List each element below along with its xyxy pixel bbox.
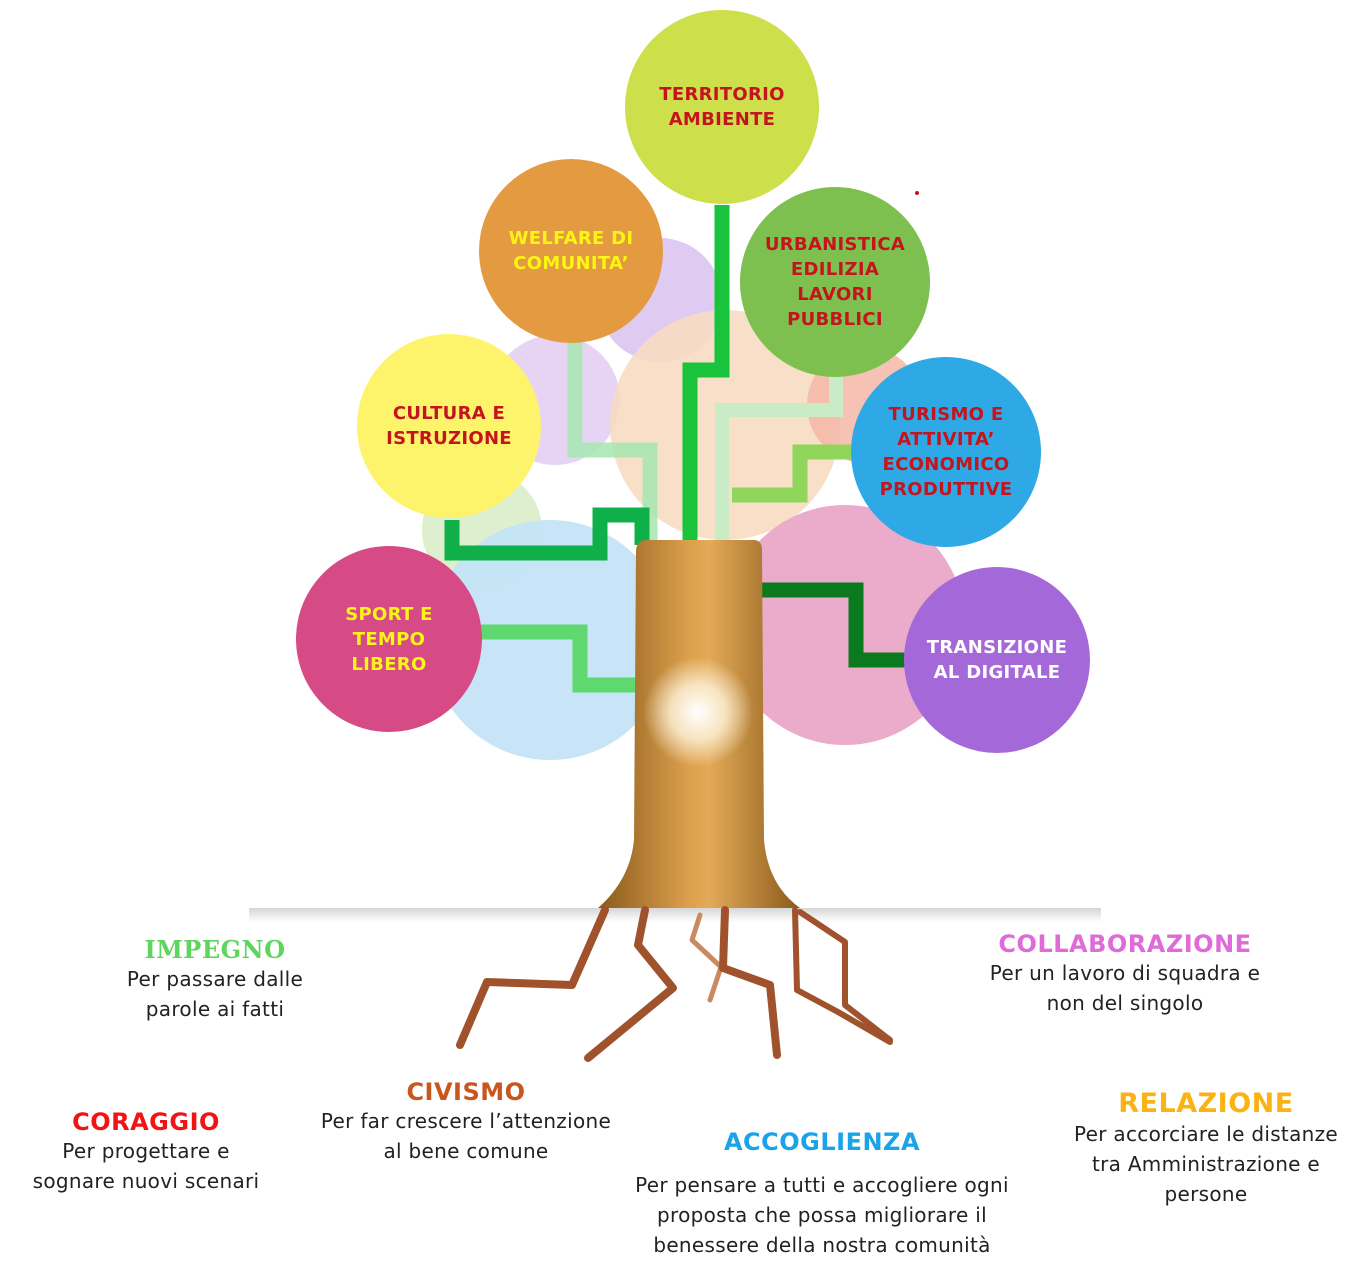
value-title: COLLABORAZIONE	[998, 930, 1252, 958]
value-relazione: RELAZIONE Per accorciare le distanze tra…	[1051, 1088, 1361, 1209]
canopy-circle	[430, 520, 670, 760]
value-civismo: CIVISMO Per far crescere l’attenzione al…	[286, 1078, 646, 1166]
value-description: Per far crescere l’attenzione al bene co…	[320, 1109, 612, 1163]
value-coraggio: CORAGGIO Per progettare e sognare nuovi …	[1, 1108, 291, 1196]
area-turismo[interactable]: TURISMO E ATTIVITA’ ECONOMICO PRODUTTIVE	[851, 357, 1041, 547]
root	[584, 906, 677, 1062]
root	[719, 906, 781, 1059]
area-territorio[interactable]: TERRITORIO AMBIENTE	[625, 10, 819, 204]
canopy-circle	[725, 505, 965, 745]
branch-turismo	[732, 444, 860, 503]
area-label: TRANSIZIONE AL DIGITALE	[926, 637, 1068, 683]
value-description: Per un lavoro di squadra e non del singo…	[989, 961, 1261, 1015]
value-title: CIVISMO	[406, 1078, 526, 1106]
area-label: CULTURA E ISTRUZIONE	[386, 403, 512, 449]
area-urbanistica[interactable]: URBANISTICA EDILIZIA LAVORI PUBBLICI	[740, 187, 930, 377]
root	[797, 909, 893, 1043]
area-label: TURISMO E ATTIVITA’ ECONOMICO PRODUTTIVE	[879, 404, 1013, 500]
branches	[444, 205, 910, 693]
area-label: WELFARE DI COMUNITA’	[508, 228, 634, 274]
roots	[456, 906, 893, 1062]
decorative-dot	[915, 191, 919, 195]
value-description: Per accorciare le distanze tra Amministr…	[1073, 1122, 1339, 1206]
value-title: IMPEGNO	[144, 935, 286, 964]
branch-cultura	[444, 507, 650, 561]
value-collaborazione: COLLABORAZIONE Per un lavoro di squadra …	[935, 930, 1315, 1018]
branch-territorio	[682, 205, 730, 545]
ground-line	[249, 908, 1101, 922]
area-sport[interactable]: SPORT E TEMPO LIBERO	[296, 546, 482, 732]
value-accoglienza: ACCOGLIENZA Per pensare a tutti e accogl…	[592, 1128, 1052, 1260]
root	[456, 906, 609, 1049]
value-title: CORAGGIO	[72, 1108, 220, 1136]
area-label: SPORT E TEMPO LIBERO	[345, 603, 433, 675]
value-impegno: IMPEGNO Per passare dalle parole ai fatt…	[65, 935, 365, 1024]
value-description: Per progettare e sognare nuovi scenari	[32, 1139, 260, 1193]
area-digitale[interactable]: TRANSIZIONE AL DIGITALE	[904, 567, 1090, 753]
trunk-glow	[643, 657, 753, 767]
area-label: URBANISTICA EDILIZIA LAVORI PUBBLICI	[764, 234, 906, 330]
value-description: Per pensare a tutti e accogliere ogni pr…	[635, 1173, 1009, 1257]
area-cultura[interactable]: CULTURA E ISTRUZIONE	[357, 334, 541, 518]
area-welfare[interactable]: WELFARE DI COMUNITA’	[479, 159, 663, 343]
branch-urbanistica	[715, 370, 843, 545]
branch-sport	[480, 624, 640, 693]
value-title: ACCOGLIENZA	[723, 1128, 921, 1156]
value-title: RELAZIONE	[1118, 1088, 1294, 1119]
value-description: Per passare dalle parole ai fatti	[126, 967, 304, 1021]
branch-digitale	[760, 582, 910, 668]
root	[792, 907, 893, 1045]
root	[689, 912, 724, 1003]
branch-welfare	[567, 340, 658, 540]
area-label: TERRITORIO AMBIENTE	[659, 84, 785, 130]
